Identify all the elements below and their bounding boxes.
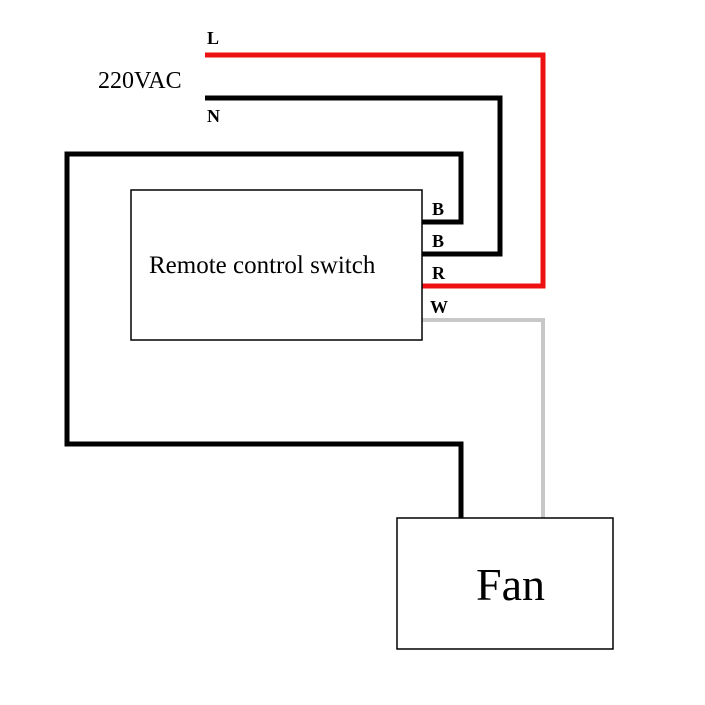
fan-label: Fan (476, 559, 545, 610)
terminal-b1-label: B (432, 199, 444, 219)
terminal-b2-label: B (432, 231, 444, 251)
neutral-label: N (207, 106, 220, 126)
fan-return-wire (64, 151, 464, 518)
remote-control-switch-box (130, 189, 423, 341)
live-label: L (207, 28, 219, 48)
terminal-r-label: R (432, 263, 446, 283)
fan-box (396, 517, 614, 650)
live-wire (205, 52, 546, 289)
neutral-wire (205, 95, 503, 257)
terminal-w-label: W (430, 297, 448, 317)
voltage-label: 220VAC (98, 68, 182, 94)
fan-feed-wire (422, 318, 545, 518)
switch-label: Remote control switch (149, 252, 376, 279)
